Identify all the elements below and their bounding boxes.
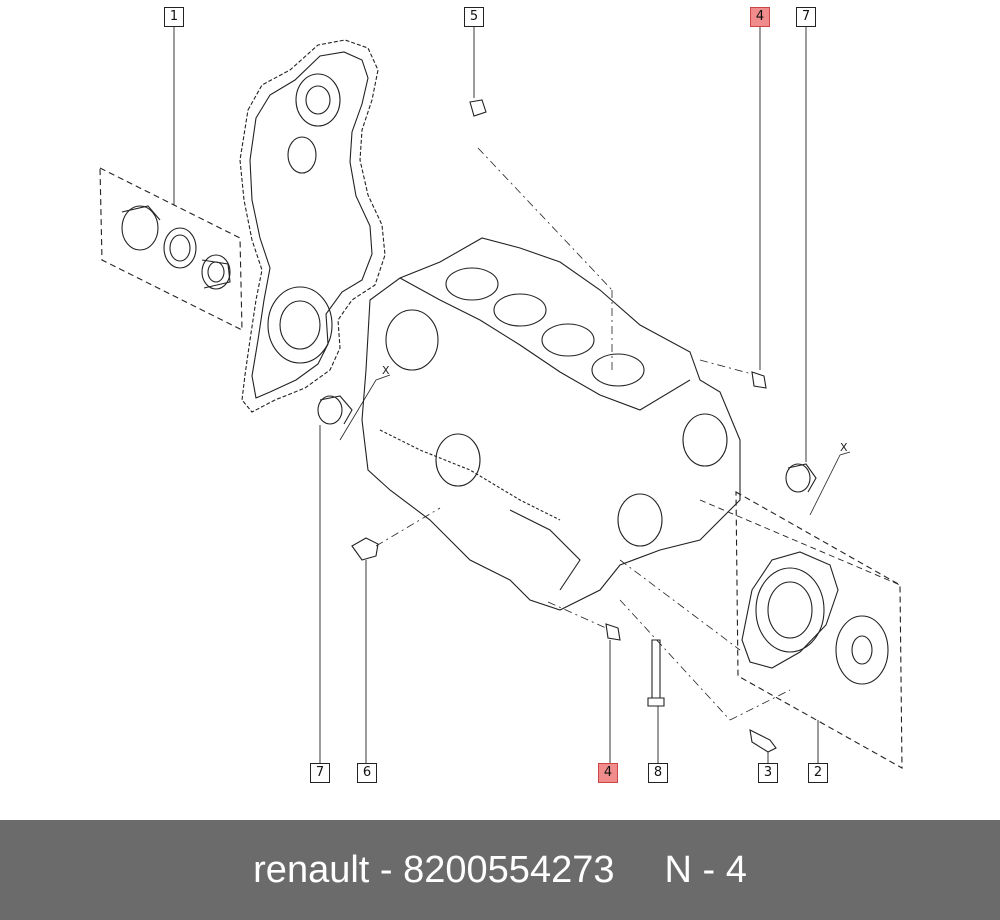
x-dimension-left: X <box>382 364 390 377</box>
dowel-pin-top <box>751 371 767 389</box>
plug-cap <box>469 99 487 117</box>
short-bolt <box>749 729 777 753</box>
callout-5: 5 <box>464 7 484 27</box>
callout-6: 6 <box>357 763 377 783</box>
callout-4-top-highlighted: 4 <box>750 7 770 27</box>
rear-seal-housing-group <box>735 491 903 769</box>
callout-7-bottom: 7 <box>310 763 330 783</box>
position-label: N - 4 <box>664 848 747 891</box>
callout-8: 8 <box>648 763 668 783</box>
exploded-parts-diagram <box>99 25 903 769</box>
part-number: 8200554273 <box>403 848 615 891</box>
brand-name: renault <box>253 848 370 891</box>
bushing-left <box>317 395 353 425</box>
part-footer-bar: renault - 8200554273 N - 4 <box>0 820 1000 920</box>
engine-block <box>361 237 741 611</box>
drain-bolt <box>351 537 379 561</box>
bushing-right <box>785 463 817 493</box>
x-dimension-right: X <box>840 441 848 454</box>
timing-cover-gasket <box>239 39 386 413</box>
callout-3: 3 <box>758 763 778 783</box>
dowel-pin-bottom <box>605 623 621 641</box>
callout-2: 2 <box>808 763 828 783</box>
long-bolt <box>647 639 665 707</box>
separator: - <box>369 848 404 891</box>
callout-1: 1 <box>164 7 184 27</box>
callout-7-top: 7 <box>796 7 816 27</box>
callout-4-bottom-highlighted: 4 <box>598 763 618 783</box>
crank-seal-kit <box>99 167 243 331</box>
